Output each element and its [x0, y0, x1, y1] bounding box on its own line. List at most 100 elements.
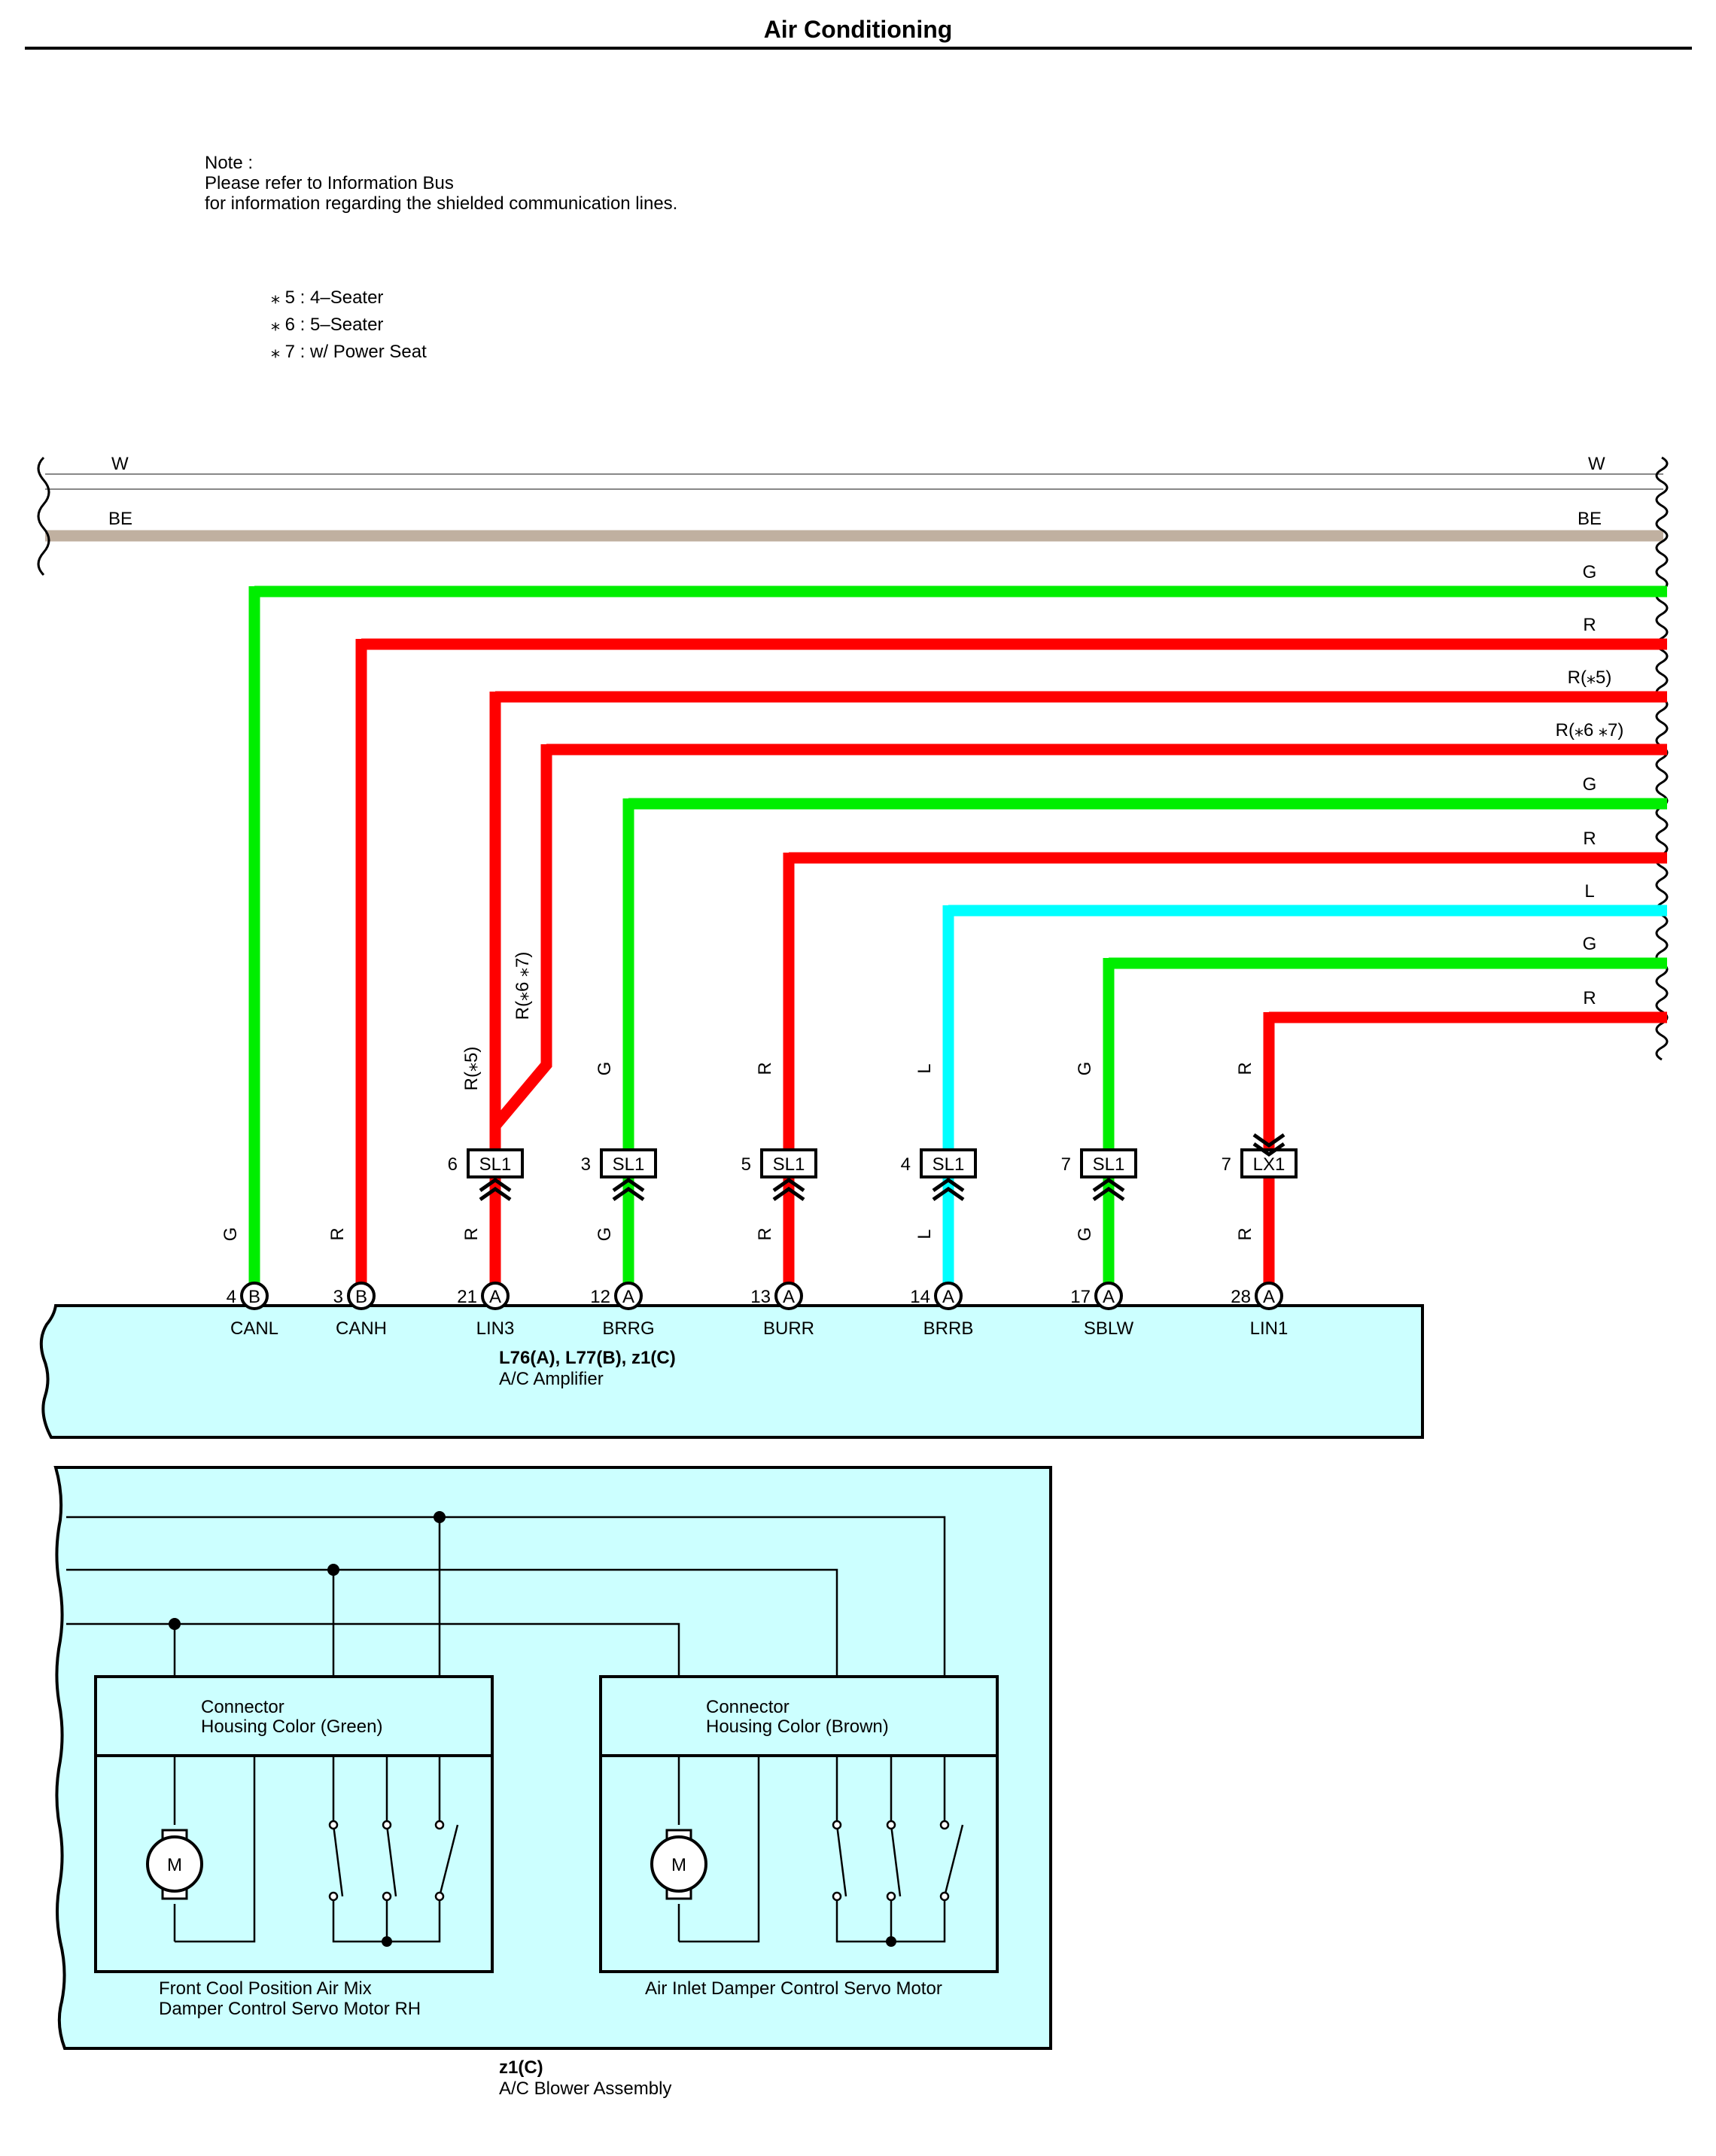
wire-color-label: R — [327, 1227, 348, 1240]
note-line: for information regarding the shielded c… — [205, 193, 678, 214]
terminal-circle — [1255, 1282, 1283, 1310]
ac-amplifier-codes: L76(A), L77(B), z1(C) — [499, 1348, 676, 1368]
wire-color-label: R(⁎6 ⁎7) — [513, 952, 533, 1020]
inline-connector-number: 3 — [581, 1154, 591, 1175]
motor-caption-line1: Air Inlet Damper Control Servo Motor — [645, 1978, 942, 1999]
through-wire-be: BE BE — [45, 509, 1663, 542]
wire-color-label: R — [461, 1227, 482, 1240]
terminal-circle — [1094, 1282, 1123, 1310]
wire-color-label: G — [595, 1227, 615, 1242]
inline-connector-number: 7 — [1222, 1154, 1231, 1175]
wire-label-right: G — [1583, 562, 1597, 582]
connector-chevron-icon — [772, 1186, 805, 1202]
connector-chevron-icon — [612, 1177, 645, 1193]
terminal-connector-letter: A — [942, 1287, 954, 1307]
wire-drop-branch — [491, 744, 552, 1130]
inline-connector — [600, 1148, 657, 1178]
motor-symbol: M — [671, 1855, 686, 1875]
terminal-pin-number: 4 — [227, 1287, 236, 1307]
terminal-signal-name: CANH — [336, 1318, 387, 1339]
terminal-circle — [934, 1282, 963, 1310]
connector-chevron-icon — [772, 1177, 805, 1193]
connector-chevron-icon — [612, 1186, 645, 1202]
terminal-connector-letter: A — [489, 1287, 501, 1307]
inline-connector-name: SL1 — [479, 1154, 512, 1175]
page-title: Air Conditioning — [764, 16, 953, 43]
junction-dot — [434, 1511, 446, 1523]
ac-blower-name: A/C Blower Assembly — [499, 2078, 671, 2099]
terminal-signal-name: BURR — [763, 1318, 814, 1339]
junction-dot — [169, 1618, 181, 1630]
wire-color-label: L — [914, 1229, 935, 1239]
inline-connector — [1080, 1148, 1137, 1178]
ac-amplifier-name: A/C Amplifier — [499, 1369, 604, 1389]
terminal-pin-number: 21 — [457, 1287, 477, 1307]
motor-symbol: M — [167, 1855, 182, 1875]
inline-connector-name: SL1 — [1093, 1154, 1125, 1175]
terminal-connector-letter: B — [355, 1287, 367, 1307]
junction-dot — [327, 1564, 339, 1576]
connector-chevron-icon — [1252, 1133, 1285, 1148]
inline-connector-name: SL1 — [613, 1154, 645, 1175]
motor-caption-line1: Front Cool Position Air Mix — [159, 1978, 372, 1999]
terminal-pin-number: 17 — [1070, 1287, 1091, 1307]
wire-color-label: G — [1075, 1062, 1095, 1076]
wire-color-label: G — [221, 1227, 241, 1242]
connector-chevron-icon — [479, 1177, 512, 1193]
wire-label-right: R(⁎6 ⁎7) — [1556, 720, 1624, 740]
wire-label-w-right: W — [1588, 454, 1605, 474]
connector-chevron-icon — [1092, 1186, 1125, 1202]
ac-amplifier-body — [39, 1304, 1424, 1439]
wires-layer: GGRRR(⁎5)RR(⁎5)SL16GGGSL13RRRSL15LLLSL14… — [221, 562, 1667, 1296]
blower-internal-wiring — [66, 1516, 946, 1677]
wire-color-label: G — [595, 1062, 615, 1076]
wire-color-label: R — [755, 1062, 775, 1075]
inline-connector — [467, 1148, 524, 1178]
terminals-layer: B4CANLB3CANHA21LIN3A12BRRGA13BURRA14BRRB… — [227, 1282, 1288, 1339]
wire-label-right: R — [1583, 988, 1596, 1008]
wire-label-right: R(⁎5) — [1568, 667, 1612, 688]
motor-icon — [146, 1835, 203, 1893]
terminal-signal-name: BRRG — [602, 1318, 654, 1339]
terminal-circle — [774, 1282, 803, 1310]
servo-motor-air-inlet-damper: Connector Housing Color (Brown) M Air In… — [599, 1675, 999, 1999]
wire-color-label: L — [914, 1063, 935, 1073]
connector-chevron-icon — [1092, 1177, 1125, 1193]
connector-label: Connector — [706, 1697, 790, 1717]
break-mark-right — [1655, 456, 1669, 1061]
connector-chevron-icon — [932, 1186, 965, 1202]
motor-icon — [650, 1835, 707, 1893]
inline-connector — [760, 1148, 817, 1178]
legend-item: ⁎ 6 : 5–Seater — [271, 315, 384, 335]
terminal-pin-number: 13 — [750, 1287, 771, 1307]
connector-chevron-icon — [1252, 1142, 1285, 1157]
wire-label-be-left: BE — [108, 509, 132, 529]
connector-housing-color: Housing Color (Brown) — [706, 1717, 889, 1737]
ac-blower-code: z1(C) — [499, 2057, 543, 2078]
note-line: Please refer to Information Bus — [205, 173, 454, 193]
connector-chevron-icon — [932, 1177, 965, 1193]
inline-connector-number: 6 — [448, 1154, 458, 1175]
wire-color-label: R — [755, 1227, 775, 1240]
terminal-pin-number: 12 — [590, 1287, 610, 1307]
wire-label-w-left: W — [111, 454, 129, 474]
connector-housing-color: Housing Color (Green) — [201, 1717, 382, 1737]
terminal-signal-name: CANL — [230, 1318, 278, 1339]
terminal-circle — [481, 1282, 510, 1310]
inline-connector — [920, 1148, 977, 1178]
inline-connector-number: 4 — [901, 1154, 911, 1175]
note-block: Note : Please refer to Information Bus f… — [205, 153, 677, 214]
wire-color-label: R(⁎5) — [461, 1047, 482, 1091]
terminal-signal-name: SBLW — [1084, 1318, 1134, 1339]
motor-caption-line2: Damper Control Servo Motor RH — [159, 1999, 421, 2019]
terminal-connector-letter: B — [248, 1287, 260, 1307]
terminal-signal-name: BRRB — [923, 1318, 974, 1339]
inline-connector-number: 7 — [1061, 1154, 1071, 1175]
wire-color-label: R — [1235, 1227, 1255, 1240]
terminal-circle — [347, 1282, 376, 1310]
wire-label-right: R — [1583, 829, 1596, 849]
terminal-connector-letter: A — [1103, 1287, 1115, 1307]
servo-motor-front-cool-air-mix: Connector Housing Color (Green) M Front … — [94, 1675, 494, 2019]
wire-label-right: L — [1584, 881, 1594, 902]
